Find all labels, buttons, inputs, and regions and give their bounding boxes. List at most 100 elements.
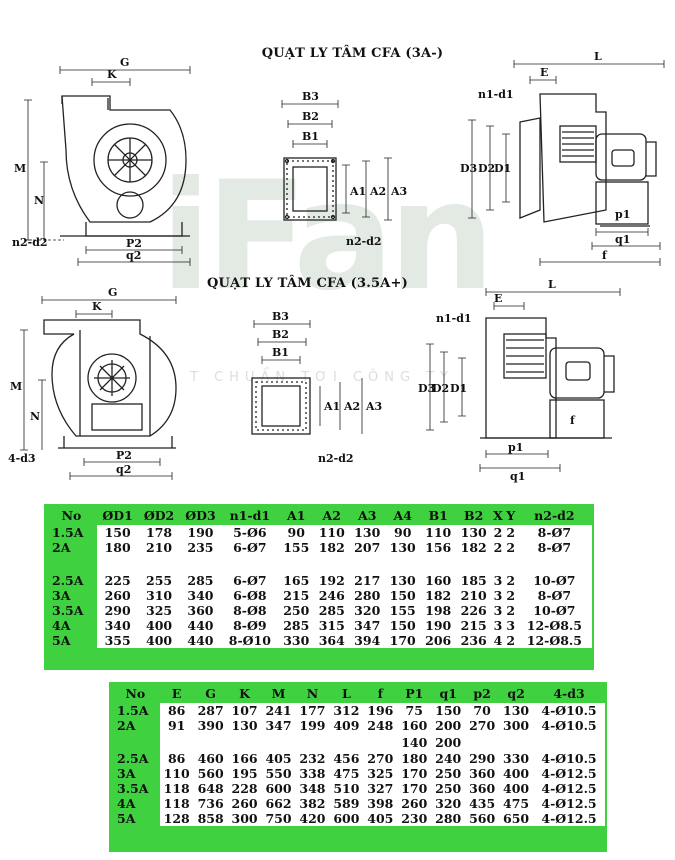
value-cell: 270 [363,751,398,766]
value-cell: 180 [397,751,432,766]
value-cell: 199 [295,718,330,733]
value-cell: 180 [96,540,139,555]
label-n2d2-bottom: n2-d2 [318,452,354,465]
label-d2-bottom: D2 [432,382,449,395]
value-cell: 130 [384,573,421,588]
value-cell: 170 [397,781,432,796]
value-cell: 560 [193,766,228,781]
model-cell: 3A [46,588,97,603]
model-cell: 3A [111,766,160,781]
value-cell: 460 [193,751,228,766]
value-cell: 128 [159,811,194,826]
header-cell: B1 [420,506,456,525]
value-cell: 130 [227,718,262,733]
label-n-bottom: N [30,410,40,423]
value-cell: 12-Ø8.5 [516,633,592,648]
value-cell: 130 [384,540,421,555]
value-cell: 250 [431,766,466,781]
value-cell [384,555,421,573]
value-cell: 2 [491,525,505,540]
label-g-top: G [120,56,129,69]
value-cell [420,555,456,573]
value-cell: 325 [138,603,180,618]
value-cell [504,555,517,573]
value-cell [193,733,228,751]
value-cell: 858 [193,811,228,826]
value-cell: 355 [96,633,139,648]
value-cell: 6-Ø8 [221,588,279,603]
value-cell [138,555,180,573]
label-n2d2-top-center: n2-d2 [346,235,382,248]
value-cell: 3 [491,573,505,588]
value-cell: 409 [329,718,364,733]
value-cell: 8-Ø7 [516,588,592,603]
value-cell: 155 [384,603,421,618]
value-cell: 86 [159,751,194,766]
label-m-bottom: M [10,380,22,393]
value-cell: 12-Ø8.5 [516,618,592,633]
value-cell: 280 [349,588,385,603]
value-cell: 130 [349,525,385,540]
value-cell: 241 [261,703,296,718]
value-cell: 347 [349,618,385,633]
value-cell: 648 [193,781,228,796]
value-cell: 206 [420,633,456,648]
value-cell: 240 [431,751,466,766]
fan-motor-side-top [519,93,657,227]
fan-side-view-top [60,95,190,237]
label-4d3-bottom: 4-d3 [8,452,36,465]
header-cell: A4 [384,506,421,525]
label-a1-bottom: A1 [323,400,340,413]
value-cell: 190 [420,618,456,633]
label-a3-top: A3 [390,185,407,198]
value-cell: 435 [465,796,500,811]
label-n2d2-top-left: n2-d2 [12,236,48,249]
value-cell: 2 [504,633,517,648]
value-cell: 150 [96,525,139,540]
header-cell: N [295,684,330,703]
label-d2-top: D2 [478,162,495,175]
value-cell: 420 [295,811,330,826]
label-a3-bottom: A3 [365,400,382,413]
value-cell: 200 [431,718,466,733]
header-cell: n1-d1 [221,506,279,525]
label-p1-top: p1 [615,208,630,221]
value-cell: 166 [227,751,262,766]
value-cell: 300 [499,718,534,733]
model-cell: 5A [46,633,97,648]
value-cell: 312 [329,703,364,718]
value-cell: 232 [295,751,330,766]
value-cell: 394 [349,633,385,648]
value-cell [96,555,139,573]
value-cell: 246 [314,588,350,603]
header-cell: 4-d3 [533,684,605,703]
value-cell: 182 [314,540,350,555]
value-cell: 290 [96,603,139,618]
label-p2-bottom: P2 [116,449,132,462]
value-cell: 270 [465,718,500,733]
value-cell: 315 [314,618,350,633]
title-cfa-3a: QUẠT LY TÂM CFA (3A-) [261,46,444,61]
title-cfa-35a: QUẠT LY TÂM CFA (3.5A+) [207,276,408,291]
value-cell [295,733,330,751]
value-cell: 156 [420,540,456,555]
value-cell: 170 [397,766,432,781]
value-cell [179,555,222,573]
value-cell: 287 [193,703,228,718]
value-cell: 226 [455,603,492,618]
header-cell: No [111,684,160,703]
label-p2-top: P2 [126,237,142,250]
label-f-top: f [602,249,608,262]
value-cell: 325 [363,766,398,781]
table-row [46,555,592,573]
value-cell [491,555,505,573]
value-cell: 400 [499,781,534,796]
value-cell: 600 [261,781,296,796]
outlet-flange-top [283,157,337,221]
